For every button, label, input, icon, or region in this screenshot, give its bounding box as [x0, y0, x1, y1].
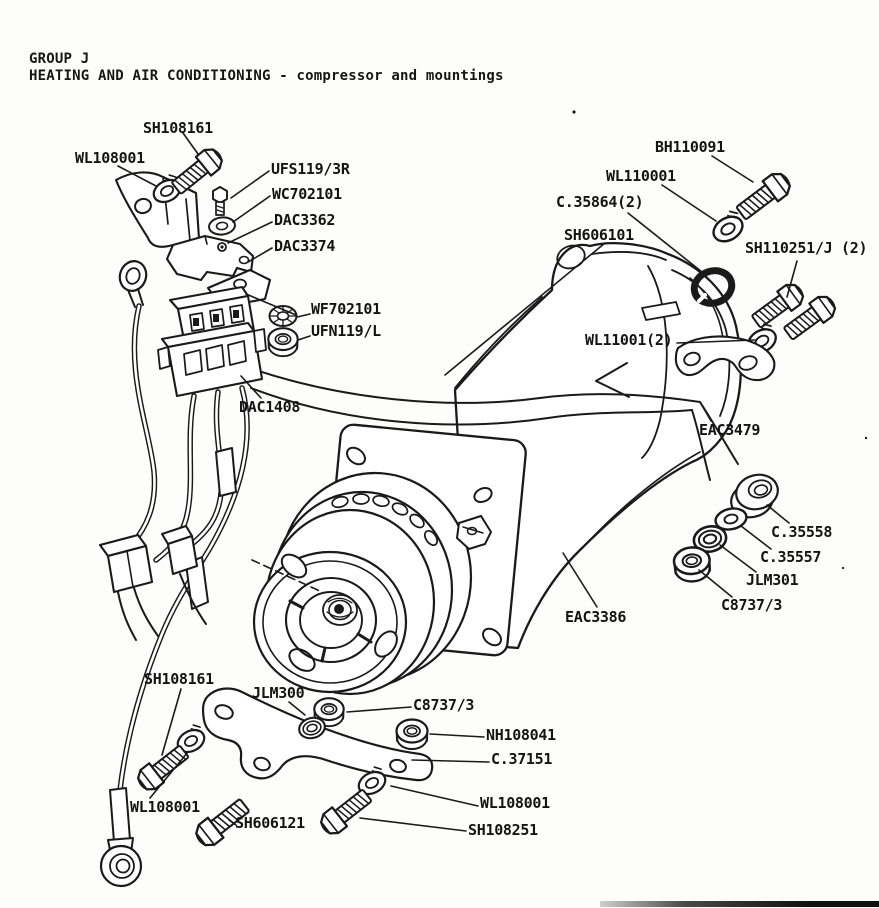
locknut-c35558 [730, 473, 779, 519]
nut-c8737-right [671, 544, 713, 585]
bracket-plate-dac3374 [165, 234, 255, 282]
part-label-dac3362: DAC3362 [274, 211, 336, 229]
connector-block-left [98, 533, 159, 641]
scan-specks [572, 110, 868, 570]
part-label-nh108041: NH108041 [486, 726, 556, 744]
wiring-harness [98, 260, 272, 888]
part-label-dac3374: DAC3374 [274, 237, 336, 255]
nut-nh108041 [395, 718, 429, 751]
part-label-c35558: C.35558 [771, 523, 833, 541]
connector-block-right [160, 524, 207, 625]
rivet-dac3362 [217, 242, 227, 252]
bolt-sh108251 [315, 784, 376, 840]
part-label-c35557: C.35557 [760, 548, 822, 566]
part-label-wl108001: WL108001 [130, 798, 200, 816]
part-label-eac3479: EAC3479 [699, 421, 761, 439]
part-label-c87373: C8737/3 [413, 696, 475, 714]
part-label-sh606121: SH606121 [235, 814, 305, 832]
lower-bracket-assembly [132, 687, 434, 852]
rear-mount-parts [671, 167, 841, 585]
ring-terminal-top [118, 260, 148, 308]
part-label-ufs1193r: UFS119/3R [271, 160, 350, 178]
part-label-bh110091: BH110091 [655, 138, 725, 156]
part-label-wf702101: WF702101 [311, 300, 381, 318]
star-washer-wf702101 [268, 305, 298, 327]
bolt-sh108161-bottom [132, 740, 193, 796]
clutch-pulley [251, 471, 493, 696]
part-label-jlm300: JLM300 [252, 684, 305, 702]
wire-sleeve-1 [215, 447, 237, 497]
part-label-sh108161: SH108161 [144, 670, 214, 688]
part-label-wl110012: WL11001(2) [585, 331, 673, 349]
o-ring-c35864 [690, 267, 736, 307]
part-label-sh108251: SH108251 [468, 821, 538, 839]
part-label-jlm301: JLM301 [746, 571, 799, 589]
part-label-wl108001: WL108001 [75, 149, 145, 167]
part-label-eac3386: EAC3386 [565, 608, 627, 626]
upper-bracket-assembly [114, 143, 299, 358]
part-label-wc702101: WC702101 [272, 185, 342, 203]
page-title: HEATING AND AIR CONDITIONING - compresso… [29, 68, 504, 84]
part-label-dac1408: DAC1408 [239, 398, 301, 416]
hub-spokes [288, 599, 373, 663]
page-heading: GROUP J HEATING AND AIR CONDITIONING - c… [29, 51, 504, 85]
balance-holes [331, 493, 439, 547]
scan-edge-bar [600, 901, 879, 907]
part-label-wl110001: WL110001 [606, 167, 676, 185]
washer-wc702101 [207, 215, 237, 237]
bolt-bh110091 [732, 167, 796, 225]
part-label-sh606101: SH606101 [564, 226, 634, 244]
group-heading: GROUP J [29, 51, 90, 67]
part-label-ufn119l: UFN119/L [311, 322, 381, 340]
part-label-c87373: C8737/3 [721, 596, 783, 614]
nut-ufn119 [267, 327, 299, 358]
harness-conduit [243, 365, 739, 481]
face-slots [280, 553, 398, 672]
leader-lines [117, 132, 798, 832]
ring-terminal-bottom [99, 787, 143, 888]
part-label-sh108161: SH108161 [143, 119, 213, 137]
part-label-wl108001: WL108001 [480, 794, 550, 812]
part-label-c358642: C.35864(2) [556, 193, 644, 211]
part-label-sh110251j2: SH110251/J (2) [745, 239, 868, 257]
screw-ufs119 [212, 186, 228, 216]
clutch-coil-terminal [455, 514, 493, 551]
part-label-c37151: C.37151 [491, 750, 553, 768]
connector-dac1408 [157, 268, 272, 398]
